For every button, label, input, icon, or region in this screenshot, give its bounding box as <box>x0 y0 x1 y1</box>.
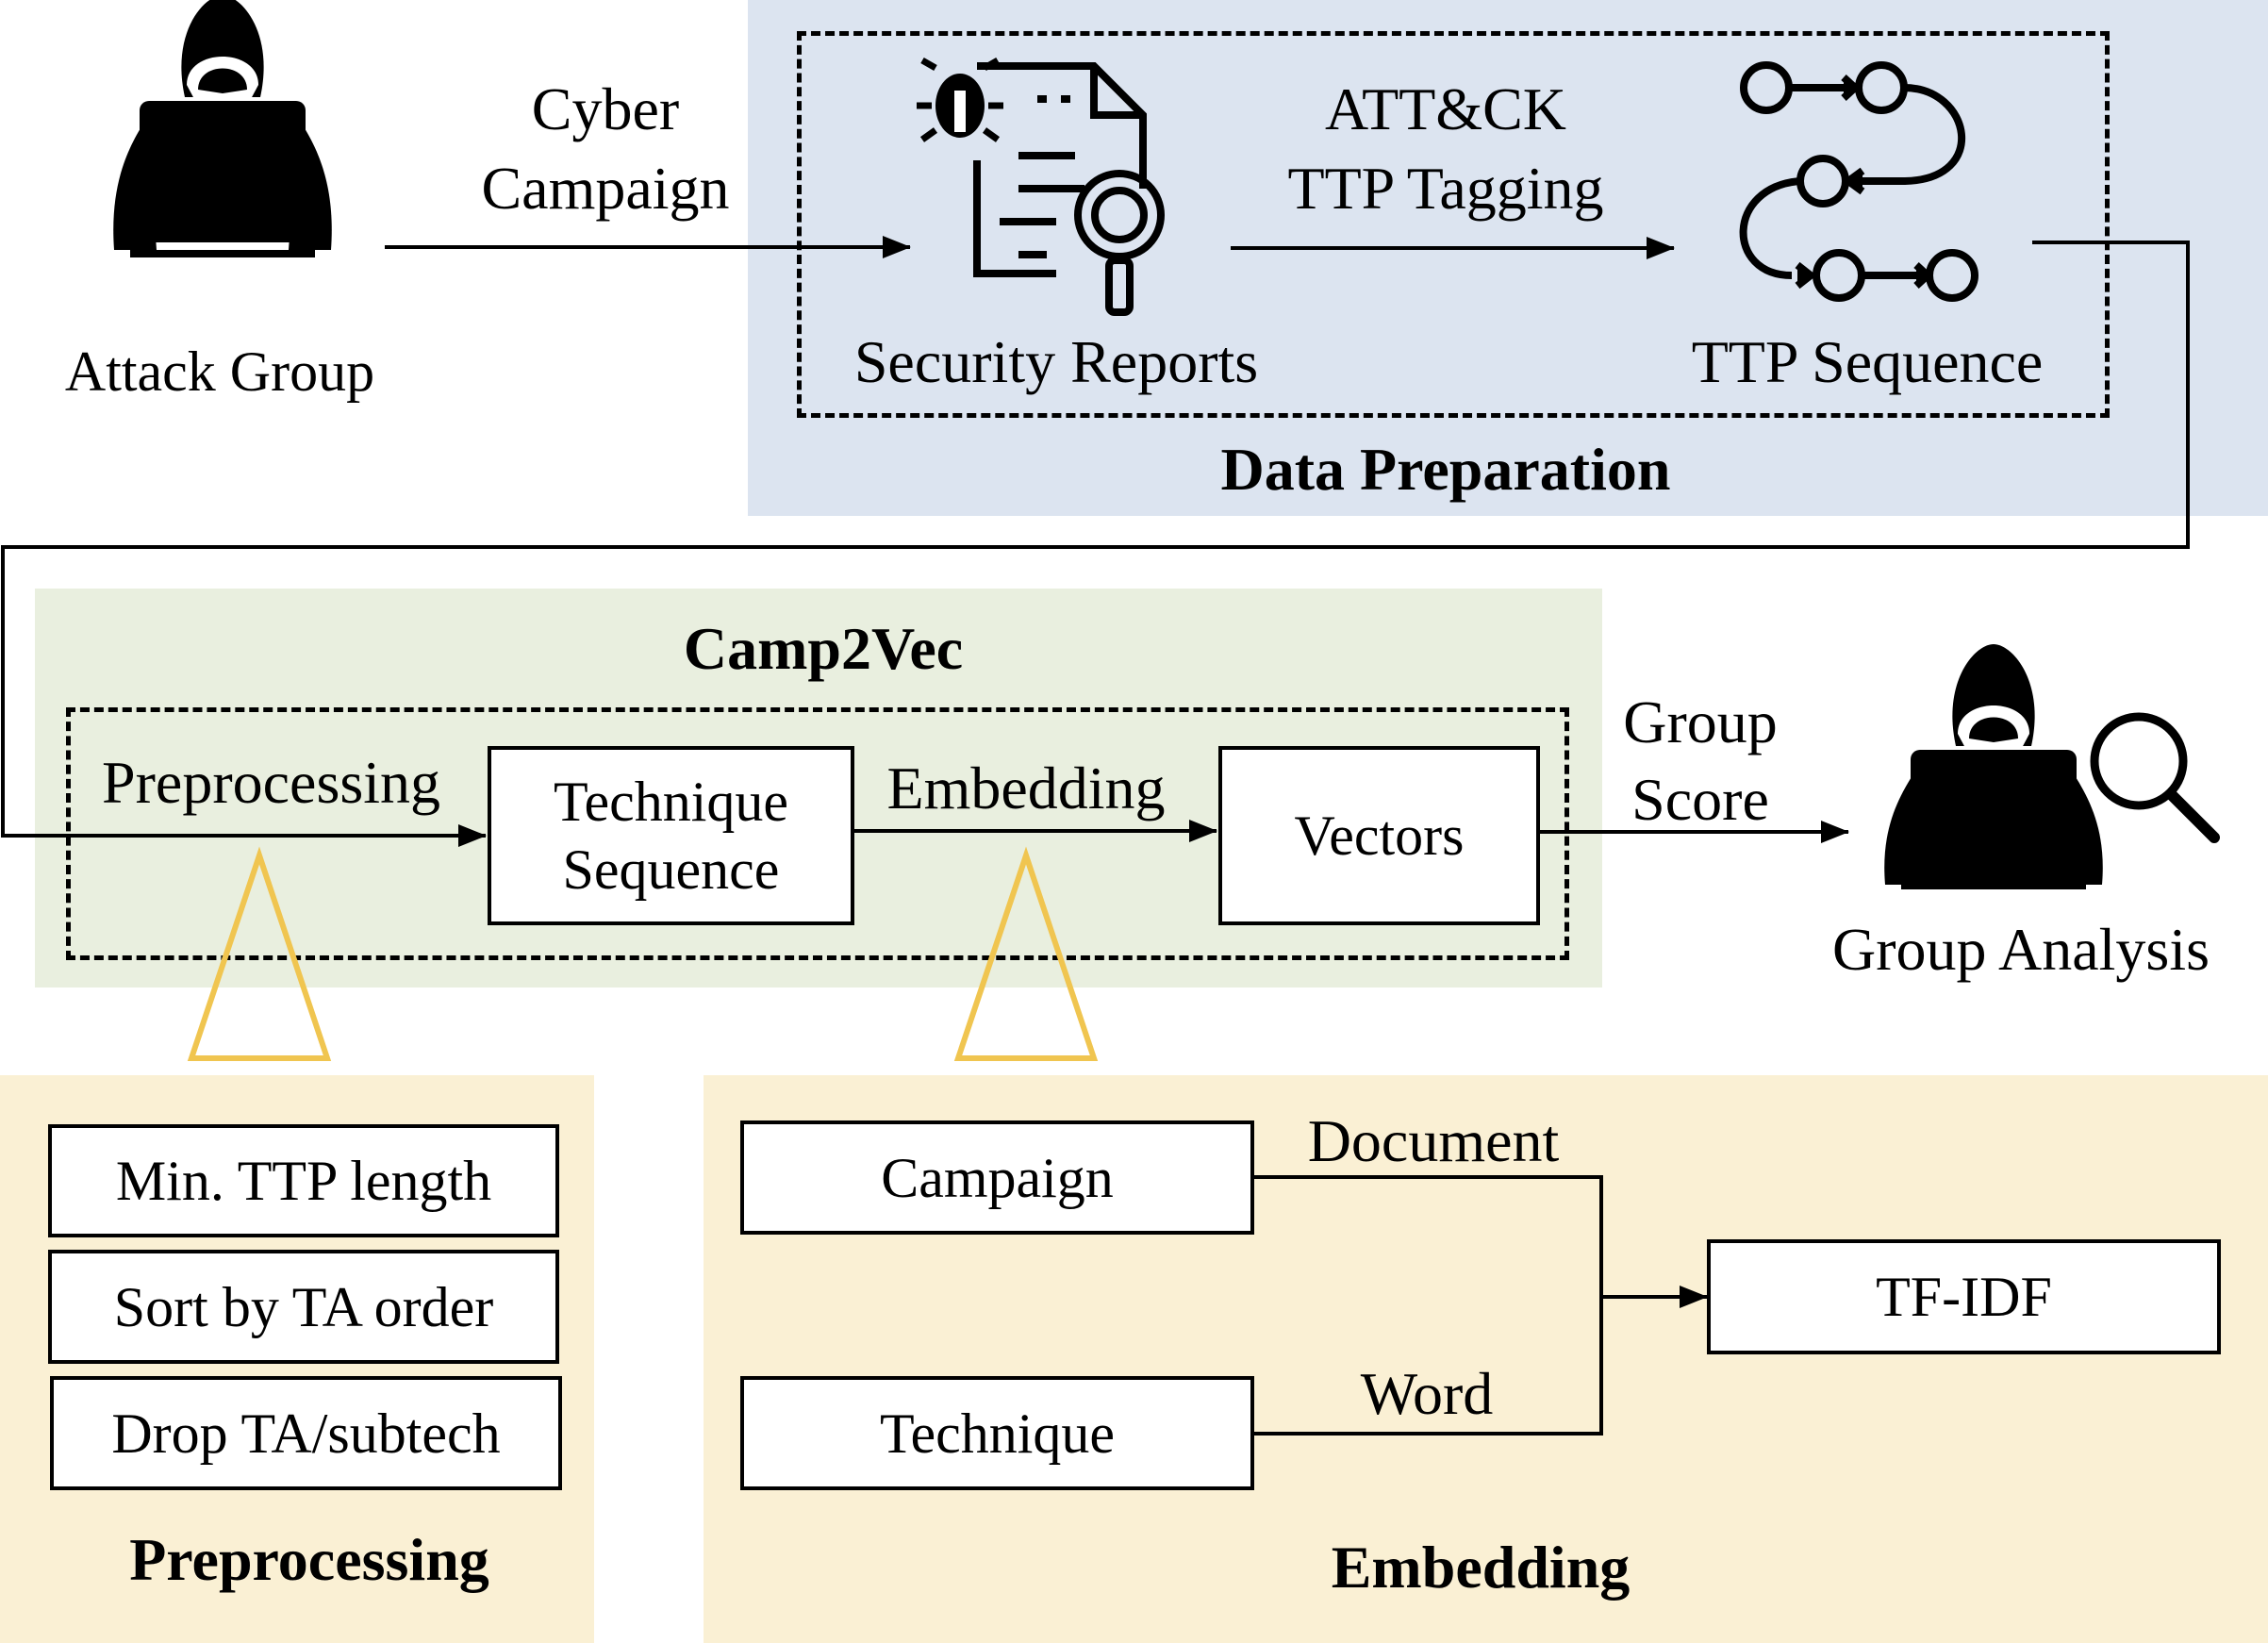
preprocessing-panel-title: Preprocessing <box>129 1526 489 1593</box>
embedding-panel-title: Embedding <box>1331 1534 1631 1601</box>
attack-group-label: Attack Group <box>64 340 375 403</box>
technique-sequence-line2: Sequence <box>562 838 780 901</box>
line-campaign-to-join <box>1252 1175 1603 1436</box>
data-preparation-title: Data Preparation <box>1220 436 1671 503</box>
data-preparation-panel <box>748 0 2268 516</box>
document-label: Document <box>1307 1107 1560 1174</box>
ttp-sequence-label: TTP Sequence <box>1691 328 2044 395</box>
preprocessing-step-label: Preprocessing <box>102 749 441 816</box>
group-score-label-line1: Group <box>1623 689 1778 755</box>
technique-sequence-box: Technique Sequence <box>488 746 854 925</box>
group-score-label-line2: Score <box>1631 766 1769 833</box>
tfidf-box: TF-IDF <box>1707 1239 2221 1354</box>
data-preparation-dashed-frame <box>797 31 2110 418</box>
camp2vec-title: Camp2Vec <box>683 615 964 682</box>
word-label: Word <box>1360 1360 1494 1427</box>
vectors-box: Vectors <box>1218 746 1540 925</box>
embedding-step-label: Embedding <box>886 755 1166 822</box>
preprocessing-callout-triangle <box>187 846 332 1061</box>
min-ttp-length-box: Min. TTP length <box>48 1124 559 1237</box>
security-reports-label: Security Reports <box>853 328 1259 395</box>
technique-box: Technique <box>740 1376 1254 1490</box>
technique-sequence-line1: Technique <box>553 771 789 833</box>
arrow-ttp-to-preprocessing <box>1 241 2190 847</box>
embedding-callout-triangle <box>953 846 1099 1061</box>
cyber-campaign-label-line1: Cyber <box>531 75 680 142</box>
sort-by-ta-order-box: Sort by TA order <box>48 1250 559 1364</box>
tagging-label-line2: TTP Tagging <box>1287 155 1604 222</box>
cyber-campaign-label-line2: Campaign <box>481 155 730 222</box>
magnifier-icon <box>2090 712 2220 843</box>
tagging-label-line1: ATT&CK <box>1325 75 1566 142</box>
group-analysis-label: Group Analysis <box>1832 916 2210 983</box>
campaign-box: Campaign <box>740 1120 1254 1235</box>
drop-ta-subtech-box: Drop TA/subtech <box>50 1376 562 1490</box>
